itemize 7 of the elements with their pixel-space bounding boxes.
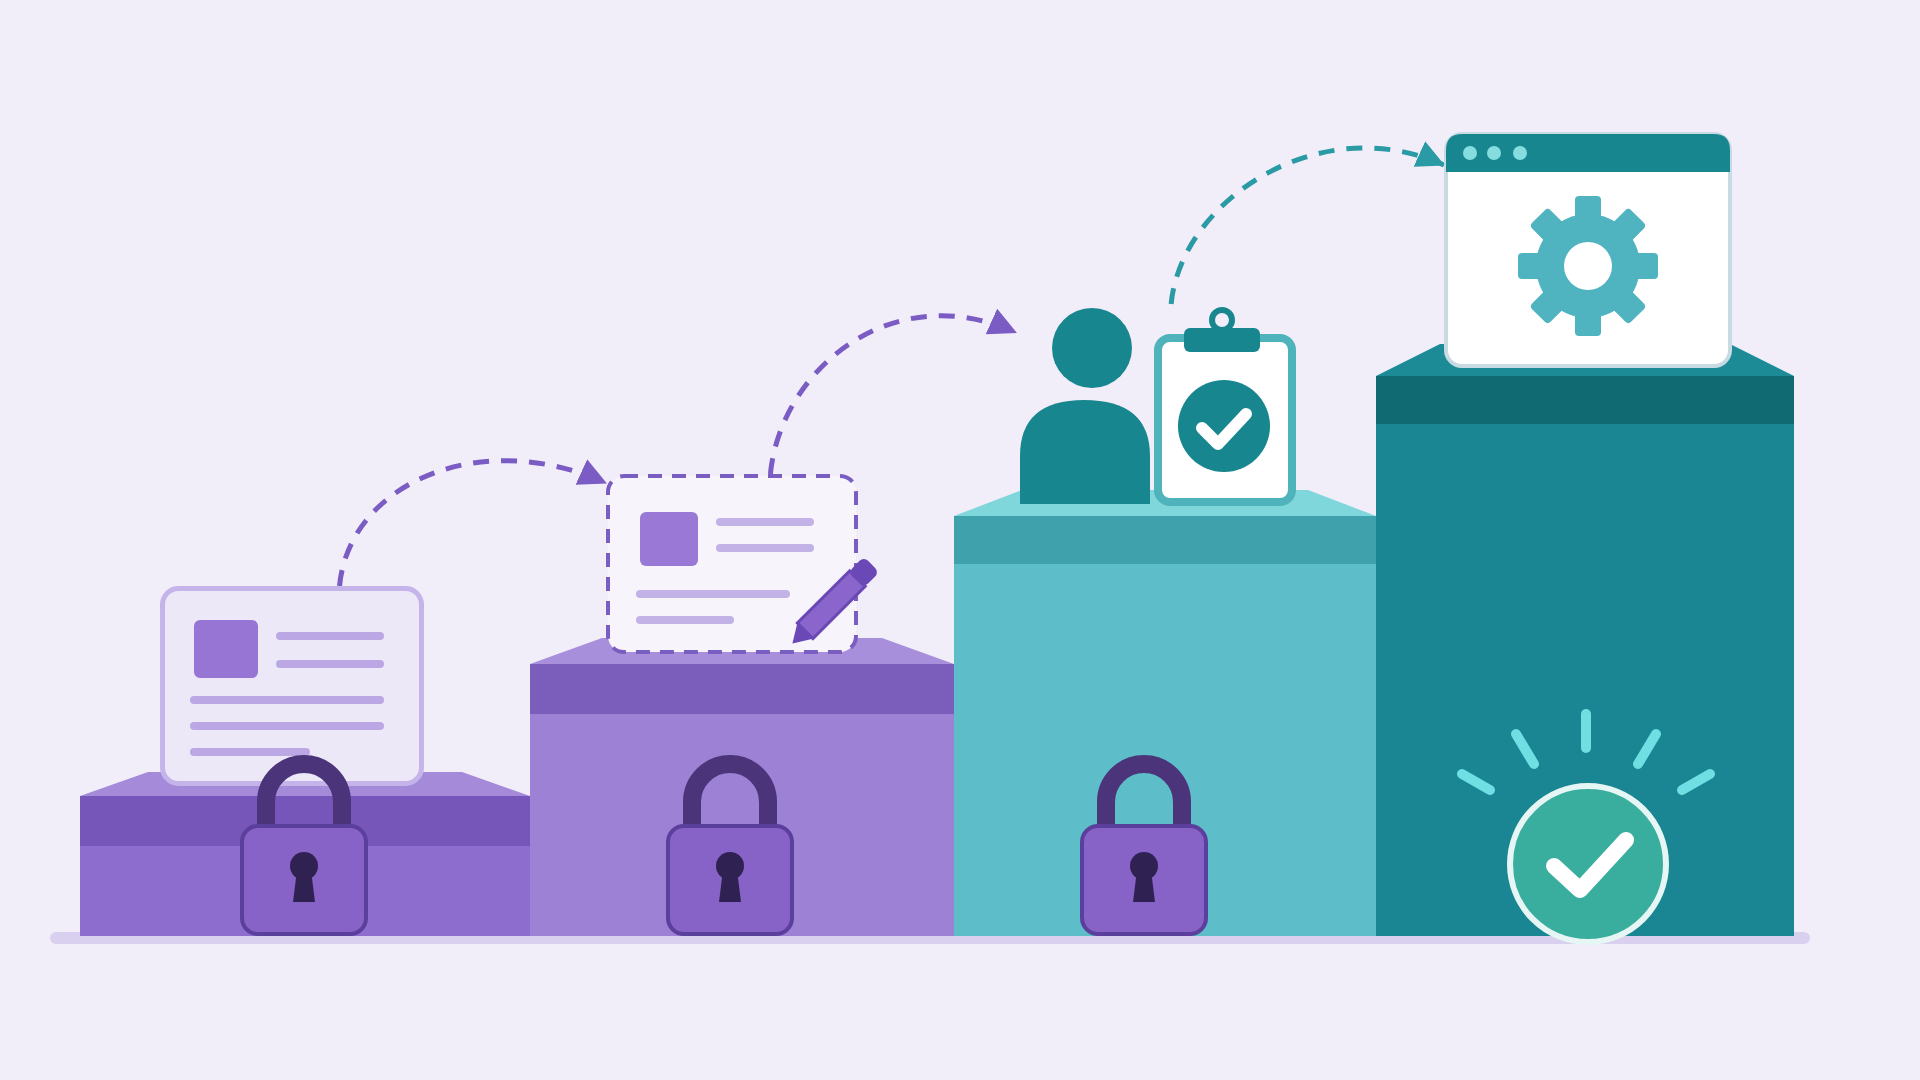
browser-window	[1444, 132, 1732, 368]
document-card	[160, 586, 424, 786]
person-with-clipboard	[1016, 304, 1298, 508]
dashed-arrow	[767, 310, 1017, 475]
dashed-arrow	[337, 458, 607, 587]
dashed-arrow	[1168, 142, 1445, 305]
draft-card	[606, 474, 880, 654]
